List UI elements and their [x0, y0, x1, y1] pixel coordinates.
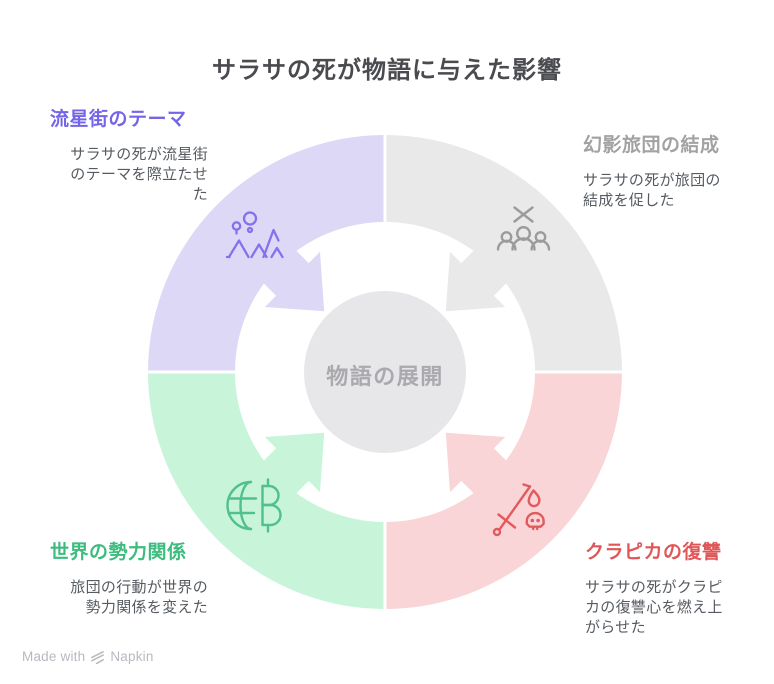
- quadrant-text-kurapika-revenge: クラピカの復讐 サラサの死がクラピ カの復讐心を燃え上 がらせた: [585, 537, 763, 638]
- mountains-village-icon: [225, 211, 284, 259]
- quadrant-text-phantom-troupe: 幻影旅団の結成 サラサの死が旅団の 結成を促した: [583, 130, 761, 211]
- globe-currency-icon: [226, 478, 282, 533]
- center-hub-circle: [304, 291, 466, 453]
- quadrant-text-world-powers: 世界の勢力関係 旅団の行動が世界の 勢力関係を変えた: [50, 537, 208, 618]
- quadrant-separators: [141, 128, 629, 616]
- brand-text: Napkin: [110, 649, 154, 664]
- quadrant-label: 幻影旅団の結成: [583, 135, 720, 156]
- quadrant-label: 世界の勢力関係: [50, 542, 187, 563]
- quadrant-label: クラピカの復讐: [585, 542, 722, 563]
- quadrant-label: 流星街のテーマ: [50, 109, 187, 130]
- center-hub-label: 物語の展開: [326, 364, 444, 389]
- quadrant-description: 旅団の行動が世界の 勢力関係を変えた: [70, 579, 208, 617]
- made-with-napkin: Made with Napkin: [22, 649, 154, 664]
- made-with-text: Made with: [22, 649, 86, 664]
- arrow-phantom-troupe-to-center: [445, 232, 525, 312]
- sword-skull-icon: [492, 483, 545, 537]
- quadrant-description: サラサの死がクラピ カの復讐心を燃え上 がらせた: [585, 579, 723, 637]
- arrow-world-powers-to-center: [245, 432, 325, 512]
- crossed-out-group-icon: [496, 206, 551, 251]
- arrow-kurapika-revenge-to-center: [445, 432, 525, 512]
- diagram-title: サラサの死が物語に与えた影響: [212, 57, 562, 84]
- quadrant-description: サラサの死が旅団の 結成を促した: [583, 172, 721, 210]
- napkin-logo-icon: [91, 651, 105, 664]
- quadrant-description: サラサの死が流星街 のテーマを際立たせ た: [70, 146, 208, 204]
- quadrant-text-meteor-city: 流星街のテーマ サラサの死が流星街 のテーマを際立たせ た: [50, 104, 208, 205]
